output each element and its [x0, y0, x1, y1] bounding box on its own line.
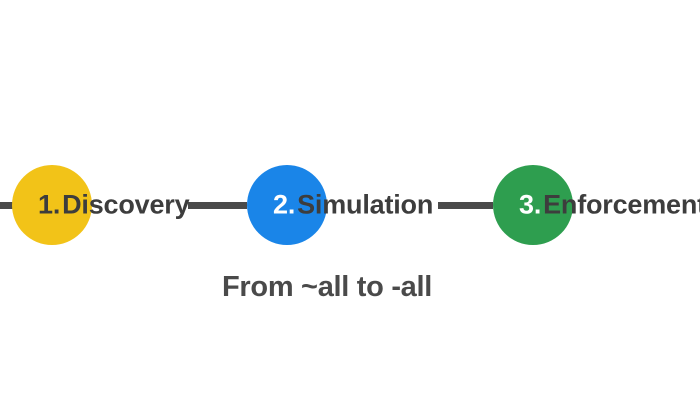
step-title-discovery: Discovery: [62, 189, 190, 220]
step-label-enforcement: 3.Enforcement: [519, 189, 700, 220]
process-step-simulation[interactable]: 2.Simulation: [247, 165, 433, 245]
step-title-simulation: Simulation: [297, 189, 434, 220]
step-circle-simulation[interactable]: [247, 165, 327, 245]
step-label-discovery: 1.Discovery: [38, 189, 190, 220]
step-title-enforcement: Enforcement: [543, 189, 700, 220]
step-label-simulation: 2.Simulation: [273, 189, 434, 220]
connector-line-1-to-2: [188, 201, 247, 209]
connector-line-2-to-3: [438, 201, 493, 209]
process-step-discovery[interactable]: 1.Discovery: [12, 165, 190, 245]
step-number-2: 2.: [273, 189, 296, 220]
step-circle-discovery[interactable]: [12, 165, 92, 245]
step-circle-enforcement[interactable]: [493, 165, 573, 245]
connector-line-leading: [0, 201, 13, 209]
step-number-1: 1.: [38, 189, 61, 220]
process-step-enforcement[interactable]: 3.Enforcement: [493, 165, 700, 245]
process-flow: 1.Discovery 2.Simulation 3.Enforcement: [0, 165, 700, 245]
step-number-3: 3.: [519, 189, 542, 220]
diagram-caption: From ~all to -all: [222, 271, 433, 303]
